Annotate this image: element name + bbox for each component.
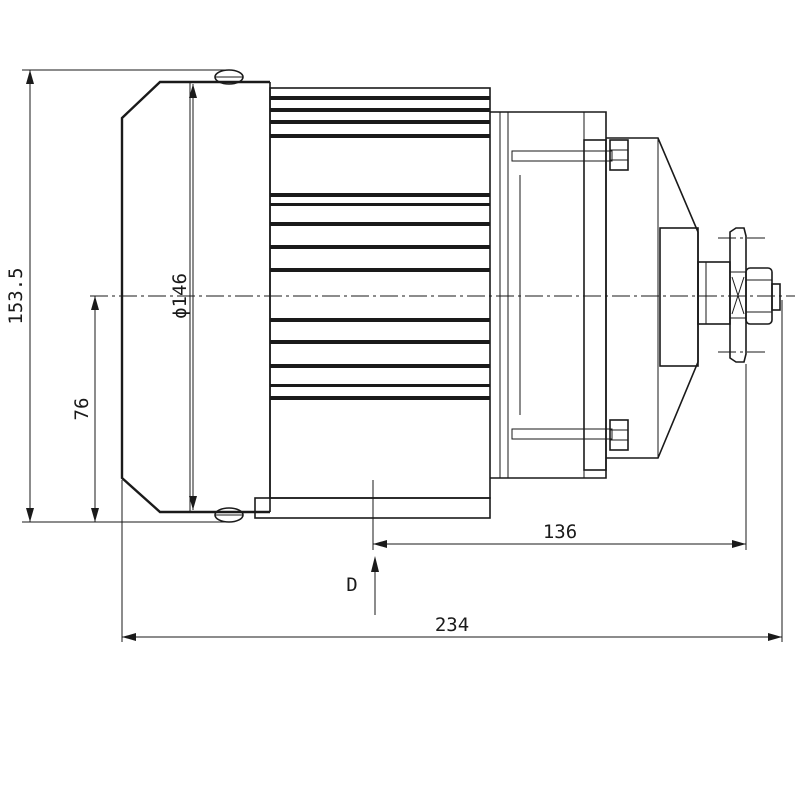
dimension-height-overall: 153.5 xyxy=(5,69,225,523)
shaft-height-label: 76 xyxy=(71,398,93,421)
sprocket xyxy=(729,227,747,363)
end-cap xyxy=(120,80,271,514)
mounting-ear-bottom xyxy=(214,507,244,523)
view-label: D xyxy=(346,574,357,596)
output-shaft xyxy=(697,261,731,325)
mounting-ear-top xyxy=(214,69,244,85)
gearbox xyxy=(490,111,629,479)
dimension-length-shaft: 136 xyxy=(372,364,747,550)
gearbox-cover xyxy=(606,137,699,459)
dimension-diameter: ϕ146 xyxy=(169,84,197,510)
length-shaft-label: 136 xyxy=(543,521,577,543)
length-overall-label: 234 xyxy=(435,614,469,636)
dimension-length-overall: 234 xyxy=(121,300,783,642)
view-arrow-d: D xyxy=(346,556,379,615)
diameter-label: ϕ146 xyxy=(169,273,191,319)
finned-housing xyxy=(254,87,491,519)
dimension-shaft-height: 76 xyxy=(71,296,99,522)
height-overall-label: 153.5 xyxy=(5,267,27,324)
